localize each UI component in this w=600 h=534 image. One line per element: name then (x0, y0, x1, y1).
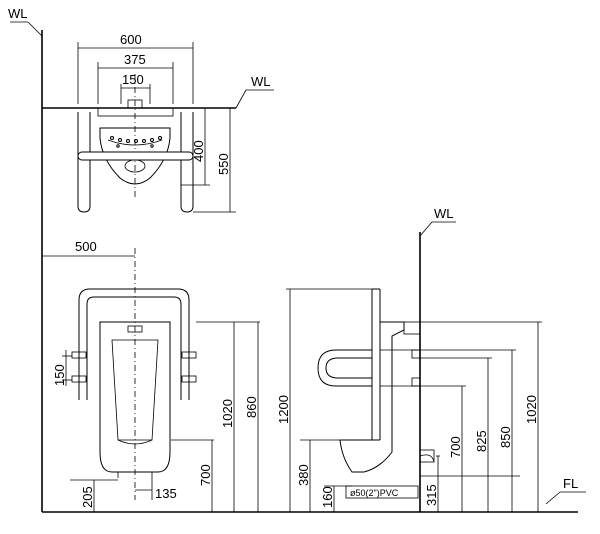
front-dim-150: 150 (52, 364, 67, 386)
side-dim-850: 850 (498, 426, 513, 448)
side-dim-160: 160 (320, 486, 335, 508)
side-dim-700: 700 (448, 436, 463, 458)
fl-label: FL (563, 476, 578, 491)
plan-dim-400: 400 (191, 140, 206, 162)
wl-top-label: WL (251, 74, 271, 89)
plan-dim-600: 600 (120, 32, 142, 47)
front-dim-1020: 1020 (220, 399, 235, 428)
plan-dim-375: 375 (124, 52, 146, 67)
floor-line: FL (42, 476, 586, 513)
plan-view: WL 600 375 150 (42, 32, 274, 213)
wl-side-label: WL (434, 206, 454, 221)
front-dim-860: 860 (244, 396, 259, 418)
side-elevation: WL 1200 380 160 ø50(2")PVC (276, 206, 542, 512)
wall-line: WL (8, 6, 43, 512)
side-dim-315: 315 (424, 484, 439, 506)
plan-dim-550: 550 (216, 153, 231, 175)
side-dim-825: 825 (474, 430, 489, 452)
side-dim-1200: 1200 (276, 395, 291, 424)
front-dim-700: 700 (198, 464, 213, 486)
wl-left-label: WL (8, 6, 28, 21)
side-dim-380: 380 (296, 464, 311, 486)
front-dim-500: 500 (75, 239, 97, 254)
plan-dim-150: 150 (122, 72, 144, 87)
front-dim-205: 205 (80, 486, 95, 508)
side-dim-1020: 1020 (524, 395, 539, 424)
front-dim-135: 135 (155, 486, 177, 501)
front-elevation: 500 150 700 1020 860 205 (42, 239, 260, 512)
side-pipe-label: ø50(2")PVC (350, 488, 399, 498)
